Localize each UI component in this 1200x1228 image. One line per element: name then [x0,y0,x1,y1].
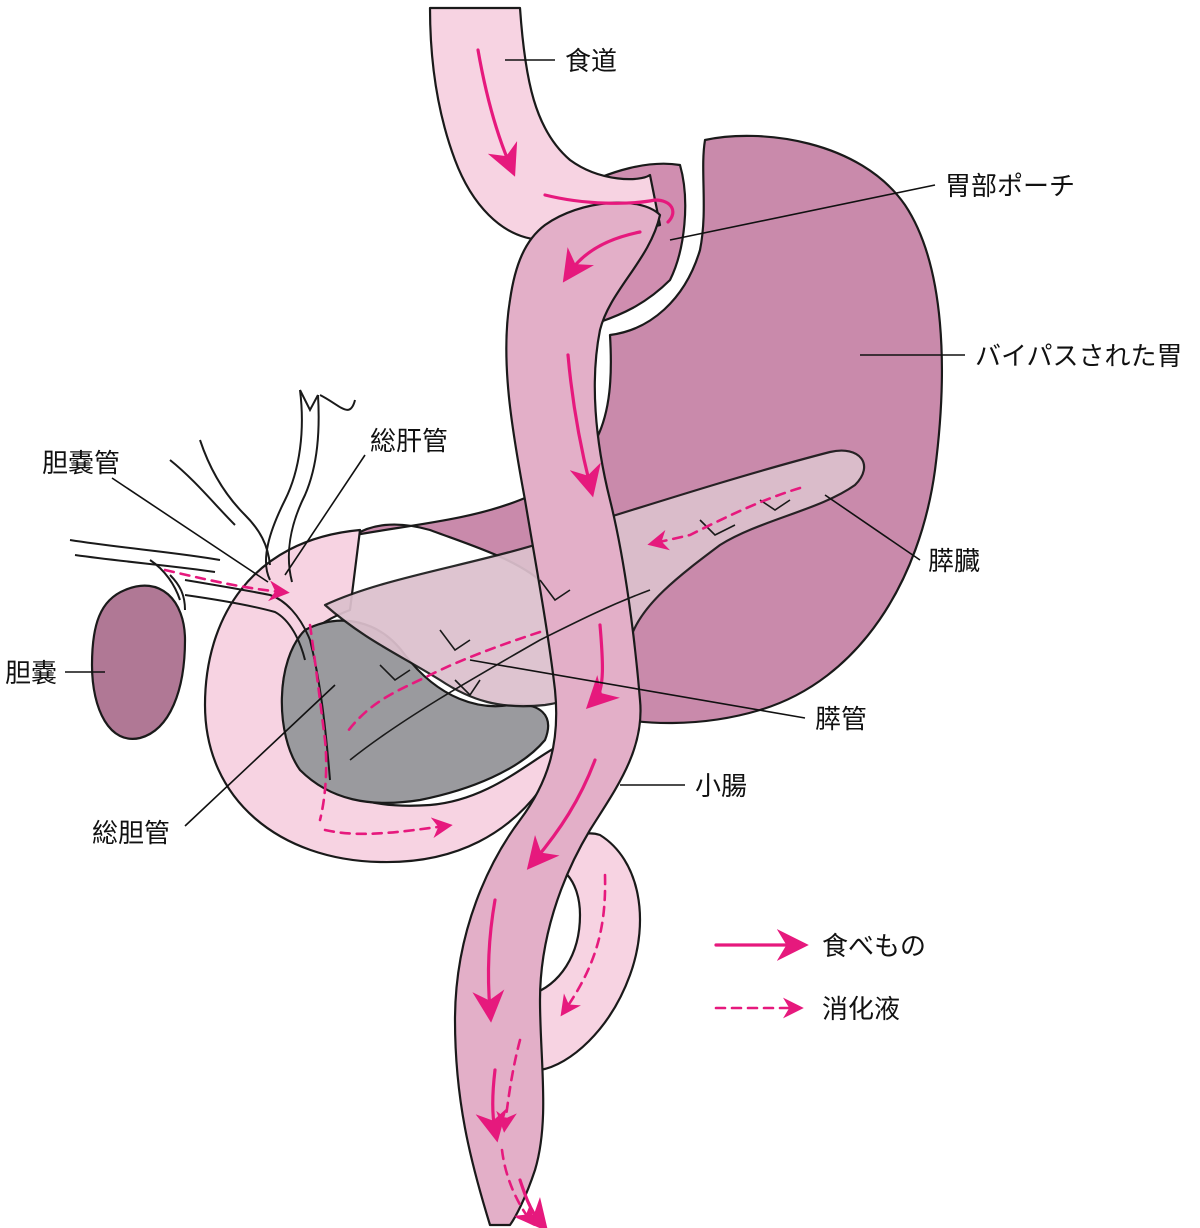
label-common-bile-duct: 総胆管 [92,819,170,849]
label-gastric-pouch: 胃部ポーチ [945,172,1075,202]
food-arrows [472,48,675,1228]
legend-food-label: 食べもの [822,932,926,962]
label-common-hepatic-duct: 総肝管 [370,427,448,457]
label-small-intestine: 小腸 [695,772,747,802]
leader-lines [65,59,965,827]
label-gallbladder: 胆嚢 [5,659,57,689]
label-esophagus: 食道 [565,47,617,77]
label-pancreatic-duct: 膵管 [815,705,867,735]
gallbladder-shape [90,584,187,740]
legend: 食べもの 消化液 [714,929,926,1025]
label-pancreas: 膵臓 [928,547,980,577]
bile-duct-tree [69,389,356,781]
pancreatic-duct-branches [349,499,791,761]
label-cystic-duct: 胆嚢管 [42,449,120,479]
small-intestine-limb [453,201,662,1227]
legend-juice-label: 消化液 [822,995,900,1025]
labels: 食道 胃部ポーチ バイパスされた胃 総肝管 胆嚢管 膵臓 胆嚢 膵管 小腸 総胆… [5,47,1182,849]
label-bypassed-stomach: バイパスされた胃 [975,342,1182,372]
digestive-juice-arrows [163,486,802,1227]
